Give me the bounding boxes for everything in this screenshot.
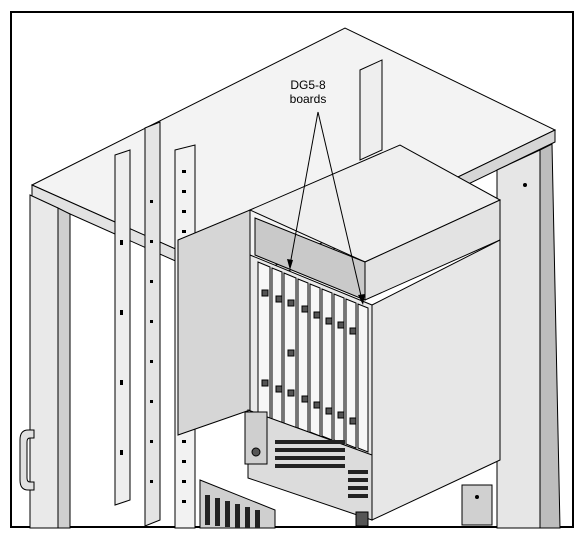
callout-arrow-icon xyxy=(289,111,363,301)
board-slots xyxy=(257,261,369,453)
chassis-side-door xyxy=(177,209,251,436)
right-rear-rail xyxy=(359,59,383,161)
arrowhead-right xyxy=(358,294,365,305)
arrowhead-left xyxy=(287,259,293,270)
chassis-right-side xyxy=(371,239,501,521)
lower-unit-slots xyxy=(205,495,260,528)
left-inner-rail xyxy=(114,149,131,506)
callout-line-1: DG5-8 xyxy=(290,78,326,92)
right-panel-screw xyxy=(523,183,527,187)
left-rack-post-side xyxy=(57,207,71,529)
chassis-foot xyxy=(355,511,369,527)
door-handle-icon xyxy=(19,429,35,491)
bracket-screw xyxy=(475,495,479,499)
left-rack-post xyxy=(29,194,59,529)
right-side-panel xyxy=(496,149,541,529)
left-rail-back xyxy=(144,121,161,527)
right-side-edge xyxy=(539,143,561,529)
right-bracket xyxy=(461,484,493,526)
connector-grid xyxy=(275,440,368,498)
callout-line-2: boards xyxy=(289,92,327,106)
power-switch xyxy=(251,447,261,457)
callout-label: DG5-8 boards xyxy=(268,78,348,106)
power-module xyxy=(244,411,268,465)
board-ejectors xyxy=(261,289,357,425)
